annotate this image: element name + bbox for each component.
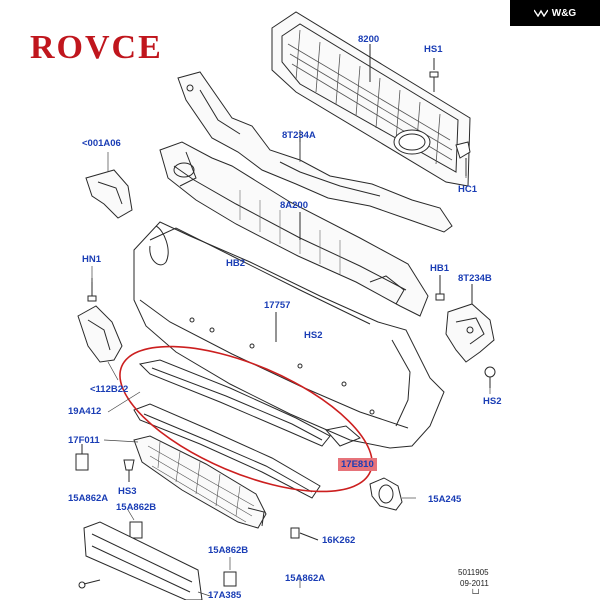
callout-8200: 8200 bbox=[358, 34, 380, 45]
screw-hs2-right bbox=[484, 366, 496, 388]
callout-19a412: 19A412 bbox=[68, 406, 102, 417]
wing-icon bbox=[533, 9, 548, 17]
callout-15a862b: 15A862B bbox=[116, 502, 157, 513]
license-plate-bracket bbox=[78, 521, 203, 600]
clip-15a862b-lower bbox=[223, 571, 237, 587]
callout-hs1: HS1 bbox=[424, 44, 443, 55]
drawing-date: 09-2011 bbox=[460, 579, 489, 588]
left-bracket bbox=[77, 278, 123, 363]
callout-8a200: 8A200 bbox=[280, 200, 308, 211]
callout-15a245: 15A245 bbox=[428, 494, 462, 505]
clip-15a862a-left bbox=[75, 444, 89, 471]
callout-17f011: 17F011 bbox=[68, 435, 100, 446]
callout-16k262: 16K262 bbox=[322, 535, 356, 546]
trim-strip-upper bbox=[138, 359, 331, 447]
callout-15a862a-left: 15A862A bbox=[68, 493, 109, 504]
drawing-code: 5011905 bbox=[458, 568, 489, 577]
reinforcement-beam bbox=[159, 141, 429, 317]
callout-001a06: <001A06 bbox=[82, 138, 121, 149]
callout-15a862a-right: 15A862A bbox=[285, 573, 326, 584]
callout-hb1: HB1 bbox=[430, 263, 450, 274]
tow-eye-cover bbox=[369, 477, 403, 511]
callout-hs2-left: HS2 bbox=[304, 330, 323, 341]
bumper-cover bbox=[133, 221, 445, 449]
callout-17757: 17757 bbox=[264, 300, 291, 311]
callout-8t234a: 8T234A bbox=[282, 130, 316, 141]
brand-badge: W&G bbox=[510, 0, 600, 26]
drawing-mark: └┘ bbox=[470, 589, 482, 598]
callout-hn1: HN1 bbox=[82, 254, 102, 265]
upper-bracket bbox=[177, 71, 453, 233]
brand-logo: ROVCE bbox=[30, 29, 163, 66]
clip-15a862b bbox=[129, 521, 143, 539]
brand-badge-text: W&G bbox=[551, 7, 577, 19]
callout-8t234b: 8T234B bbox=[458, 273, 492, 284]
callout-15a862b-lower: 15A862B bbox=[208, 545, 249, 556]
lower-grille bbox=[133, 435, 267, 529]
screw-hs1 bbox=[429, 58, 439, 92]
callout-hb2: HB2 bbox=[226, 258, 246, 269]
callout-hs3: HS3 bbox=[118, 486, 137, 497]
side-bracket bbox=[445, 284, 495, 363]
callout-17e810: 17E810 bbox=[338, 458, 377, 471]
screw-hs3 bbox=[123, 459, 135, 482]
clip-16k262 bbox=[290, 527, 319, 541]
callout-hs2-right: HS2 bbox=[483, 396, 502, 407]
callout-112b22: <112B22 bbox=[90, 384, 129, 395]
bolt-hb1 bbox=[435, 275, 445, 301]
callout-hc1: HC1 bbox=[458, 184, 478, 195]
front-grille bbox=[271, 11, 471, 187]
bracket-001a06 bbox=[85, 169, 133, 219]
highlight-ellipse bbox=[119, 345, 373, 493]
callout-17a385: 17A385 bbox=[208, 590, 242, 600]
leader-lines bbox=[91, 142, 491, 597]
